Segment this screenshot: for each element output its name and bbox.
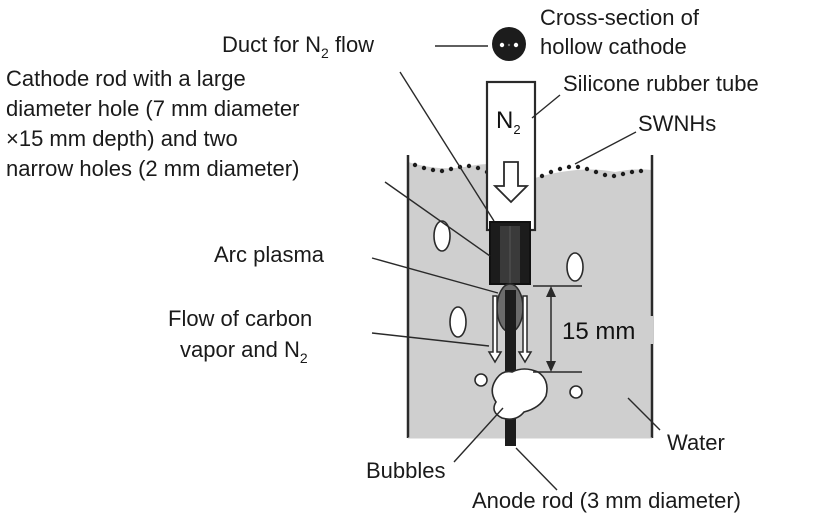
leader-lines	[371, 45, 661, 491]
silicone-tube-label: Silicone rubber tube	[563, 71, 759, 96]
dimension-label: 15 mm	[562, 318, 635, 345]
water-label: Water	[667, 430, 725, 455]
water-vessel	[406, 155, 654, 439]
bubbles-label: Bubbles	[366, 458, 446, 483]
dimension-marker	[533, 285, 582, 373]
water-bubbles	[433, 220, 584, 399]
water-body	[408, 162, 652, 438]
cross-section-label-line2: hollow cathode	[540, 34, 687, 59]
duct-label: Duct for N2 flow	[222, 32, 374, 61]
cathode-label-line3: ×15 mm depth) and two	[6, 126, 238, 151]
anode-rod	[505, 290, 516, 446]
swnhs-label: SWNHs	[638, 111, 716, 136]
flow-label-line1: Flow of carbon	[168, 306, 312, 331]
anode-label: Anode rod (3 mm diameter)	[472, 488, 741, 513]
cathode-label-line1: Cathode rod with a large	[6, 66, 246, 91]
carbon-vapor-flow-arrows	[487, 295, 533, 364]
cross-section-label-line1: Cross-section of	[540, 5, 700, 30]
hollow-cathode-rod	[489, 221, 531, 285]
cathode-label-line4: narrow holes (2 mm diameter)	[6, 156, 299, 181]
arc-plasma-label: Arc plasma	[214, 242, 325, 267]
flow-label-line2: vapor and N2	[180, 337, 308, 366]
n2-label: N2	[496, 107, 521, 137]
n2-flow-arrow	[492, 161, 530, 204]
cathode-label-line2: diameter hole (7 mm diameter	[6, 96, 299, 121]
silicone-rubber-tube	[485, 80, 537, 232]
cathode-cross-section-icon	[492, 27, 526, 61]
large-bubble	[491, 368, 548, 420]
dimension-label-bg	[561, 316, 653, 344]
